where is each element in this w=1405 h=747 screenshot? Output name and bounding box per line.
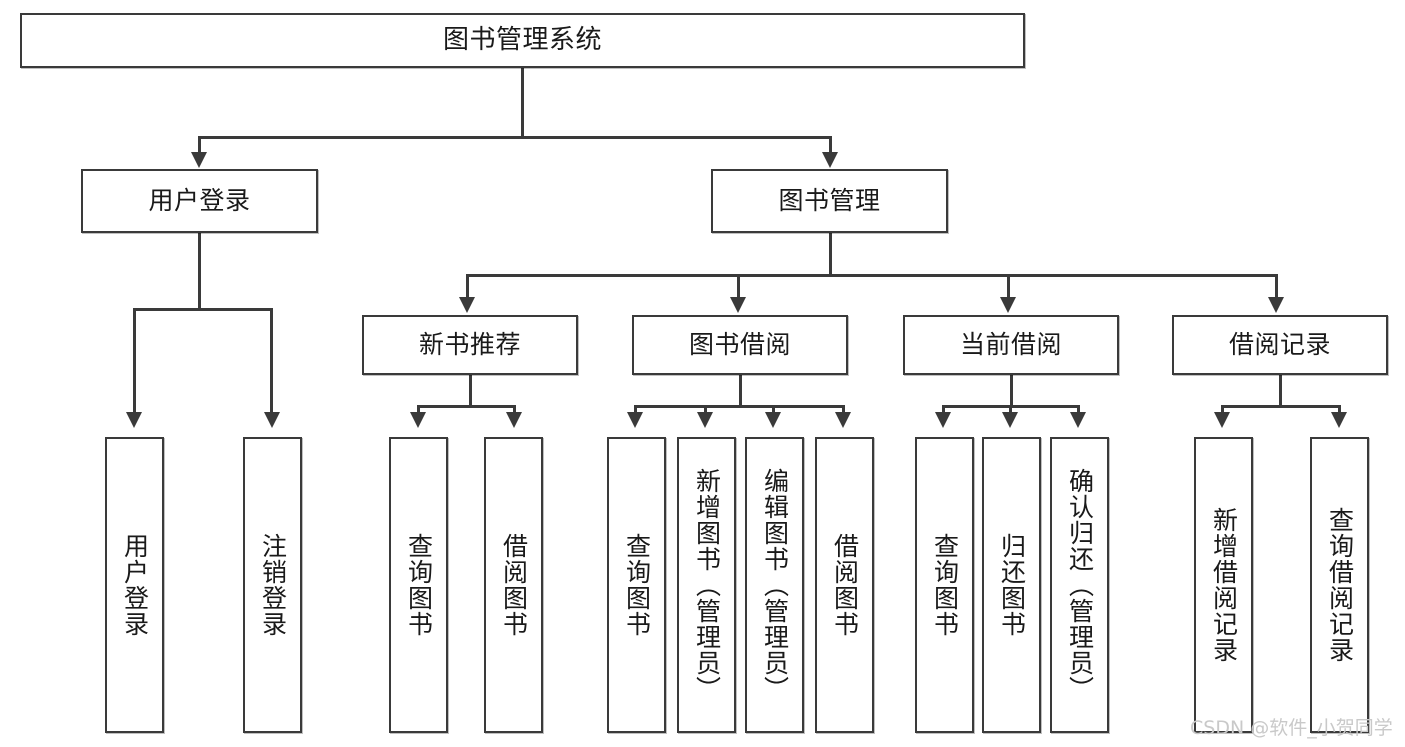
arrow-to-current-borrow bbox=[1000, 297, 1016, 313]
leaf-query-book-borrow[interactable]: 查询图书 bbox=[607, 437, 666, 733]
node-label: 用户登录 bbox=[148, 186, 251, 216]
node-label: 归还图书 bbox=[997, 533, 1027, 637]
edge-borrowrecord-drop-1 bbox=[1221, 405, 1224, 413]
edge-bookborrow-drop-3 bbox=[772, 405, 775, 413]
edge-borrowrecord-trunk bbox=[1279, 375, 1282, 407]
node-label: 查询借阅记录 bbox=[1325, 507, 1355, 663]
arrow-to-leaf-query-record bbox=[1331, 412, 1347, 428]
edge-newbook-bus bbox=[417, 405, 516, 408]
edge-level2-drop-4 bbox=[1275, 274, 1278, 298]
node-label: 新增图书（管理员） bbox=[692, 468, 722, 702]
edge-level1-drop-left bbox=[198, 136, 201, 153]
edge-level2-drop-3 bbox=[1007, 274, 1010, 298]
arrow-to-new-book-rec bbox=[459, 297, 475, 313]
edge-newbook-drop-2 bbox=[513, 405, 516, 413]
arrow-to-leaf-confirm-return bbox=[1070, 412, 1086, 428]
node-label: 查询图书 bbox=[622, 533, 652, 637]
arrow-to-leaf-add-book bbox=[697, 412, 713, 428]
edge-userlogin-drop-2 bbox=[270, 308, 273, 413]
node-label: 新书推荐 bbox=[418, 330, 521, 360]
leaf-edit-book-admin[interactable]: 编辑图书（管理员） bbox=[745, 437, 804, 733]
node-label: 注销登录 bbox=[258, 533, 288, 637]
leaf-user-login[interactable]: 用户登录 bbox=[105, 437, 164, 733]
node-user-login[interactable]: 用户登录 bbox=[81, 169, 318, 233]
arrow-to-leaf-query-book-1 bbox=[410, 412, 426, 428]
edge-bookborrow-bus bbox=[634, 405, 845, 408]
leaf-query-borrow-record[interactable]: 查询借阅记录 bbox=[1310, 437, 1369, 733]
node-label: 图书借阅 bbox=[688, 330, 791, 360]
leaf-borrow-book-recommend[interactable]: 借阅图书 bbox=[484, 437, 543, 733]
leaf-add-borrow-record[interactable]: 新增借阅记录 bbox=[1194, 437, 1253, 733]
node-label: 编辑图书（管理员） bbox=[760, 468, 790, 702]
edge-userlogin-trunk bbox=[198, 233, 201, 310]
edge-level2-bus bbox=[466, 274, 1278, 277]
arrow-to-leaf-logout bbox=[264, 412, 280, 428]
edge-level2-drop-1 bbox=[466, 274, 469, 298]
leaf-confirm-return-admin[interactable]: 确认归还（管理员） bbox=[1050, 437, 1109, 733]
edge-borrowrecord-bus bbox=[1221, 405, 1341, 408]
edge-userlogin-drop-1 bbox=[133, 308, 136, 413]
node-current-borrow[interactable]: 当前借阅 bbox=[903, 315, 1119, 375]
edge-level1-bus bbox=[198, 136, 832, 139]
edge-newbook-drop-1 bbox=[417, 405, 420, 413]
edge-bookmanage-trunk bbox=[829, 233, 832, 276]
arrow-to-user-login bbox=[191, 152, 207, 168]
edge-level1-drop-right bbox=[829, 136, 832, 153]
arrow-to-book-borrow bbox=[730, 297, 746, 313]
arrow-to-leaf-user-login bbox=[126, 412, 142, 428]
node-borrow-record[interactable]: 借阅记录 bbox=[1172, 315, 1388, 375]
node-label: 确认归还（管理员） bbox=[1065, 468, 1095, 702]
node-book-management[interactable]: 图书管理 bbox=[711, 169, 948, 233]
edge-borrowrecord-drop-2 bbox=[1338, 405, 1341, 413]
node-label: 查询图书 bbox=[930, 533, 960, 637]
node-book-borrow[interactable]: 图书借阅 bbox=[632, 315, 848, 375]
arrow-to-leaf-borrow-book-2 bbox=[835, 412, 851, 428]
leaf-query-book-recommend[interactable]: 查询图书 bbox=[389, 437, 448, 733]
edge-level2-drop-2 bbox=[737, 274, 740, 298]
edge-bookborrow-trunk bbox=[739, 375, 742, 407]
node-label: 当前借阅 bbox=[959, 330, 1062, 360]
node-label: 借阅图书 bbox=[830, 533, 860, 637]
node-root-system[interactable]: 图书管理系统 bbox=[20, 13, 1025, 68]
arrow-to-leaf-query-book-2 bbox=[627, 412, 643, 428]
edge-bookborrow-drop-4 bbox=[842, 405, 845, 413]
arrow-to-leaf-borrow-book-1 bbox=[506, 412, 522, 428]
csdn-watermark: CSDN @软件_小贺同学 bbox=[1190, 717, 1393, 739]
node-label: 图书管理 bbox=[778, 186, 881, 216]
leaf-return-book[interactable]: 归还图书 bbox=[982, 437, 1041, 733]
arrow-to-borrow-record bbox=[1268, 297, 1284, 313]
edge-userlogin-bus bbox=[133, 308, 273, 311]
node-new-book-recommend[interactable]: 新书推荐 bbox=[362, 315, 578, 375]
arrow-to-leaf-add-record bbox=[1214, 412, 1230, 428]
leaf-borrow-book[interactable]: 借阅图书 bbox=[815, 437, 874, 733]
node-label: 借阅图书 bbox=[499, 533, 529, 637]
edge-currentborrow-drop-1 bbox=[942, 405, 945, 413]
arrow-to-book-manage bbox=[822, 152, 838, 168]
leaf-logout[interactable]: 注销登录 bbox=[243, 437, 302, 733]
node-label: 图书管理系统 bbox=[442, 25, 602, 56]
arrow-to-leaf-query-book-3 bbox=[935, 412, 951, 428]
node-label: 新增借阅记录 bbox=[1209, 507, 1239, 663]
node-label: 用户登录 bbox=[120, 533, 150, 637]
leaf-add-book-admin[interactable]: 新增图书（管理员） bbox=[677, 437, 736, 733]
arrow-to-leaf-edit-book bbox=[765, 412, 781, 428]
leaf-query-book-current[interactable]: 查询图书 bbox=[915, 437, 974, 733]
edge-currentborrow-drop-3 bbox=[1077, 405, 1080, 413]
edge-root-trunk bbox=[521, 68, 524, 137]
edge-newbook-trunk bbox=[469, 375, 472, 407]
arrow-to-leaf-return-book bbox=[1002, 412, 1018, 428]
edge-currentborrow-trunk bbox=[1010, 375, 1013, 407]
edge-bookborrow-drop-2 bbox=[704, 405, 707, 413]
edge-currentborrow-drop-2 bbox=[1009, 405, 1012, 413]
node-label: 借阅记录 bbox=[1228, 330, 1331, 360]
edge-bookborrow-drop-1 bbox=[634, 405, 637, 413]
node-label: 查询图书 bbox=[404, 533, 434, 637]
